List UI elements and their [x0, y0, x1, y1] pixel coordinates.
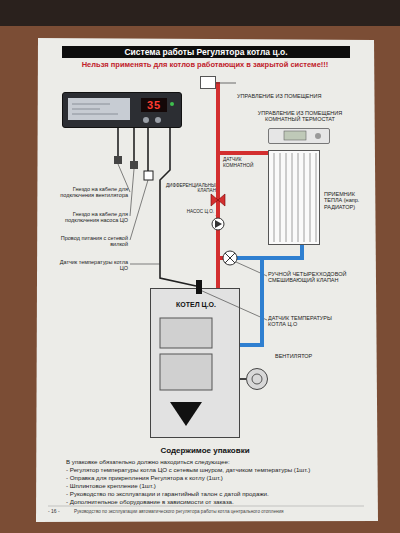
controller-cables [118, 128, 196, 286]
warning-note: Нельзя применять для котлов работающих в… [55, 61, 355, 70]
list-item: - Шплинтовое крепление (1шт.) [66, 482, 362, 489]
mixing-valve-symbol [225, 253, 235, 263]
part-label: ДАТЧИК КОМНАТНОЙ [223, 157, 267, 168]
thermostat-knob [315, 133, 321, 139]
callout-text: Провод питания с сетевой вилкой [52, 235, 128, 248]
pump-symbol [215, 220, 222, 228]
section-heading: Содержимое упаковки [60, 446, 350, 455]
callout-text: Гнездо на кабеле для подключения вентиля… [52, 186, 128, 199]
part-label: НАСОС Ц.О. [170, 209, 214, 214]
radiator: ПРИЕМНИК ТЕПЛА (напр. РАДИАТОР) [268, 150, 320, 245]
part-label: РУЧНОЙ ЧЕТЫРЕХХОДОВОЙ СМЕШИВАЮЩИЙ КЛАПАН [268, 271, 350, 284]
callout-text: Гнездо на кабеле для подключения насоса … [52, 211, 128, 224]
differential-valve [218, 194, 225, 206]
dark-edge [0, 0, 400, 26]
boiler-body [150, 288, 240, 438]
leader-lines [118, 164, 267, 320]
part-label: ДАТЧИК ТЕМПЕРАТУРЫ КОТЛА Ц.О [268, 315, 342, 328]
controller-panel-marks [72, 104, 118, 114]
controller-button [143, 117, 149, 123]
controller-button [155, 117, 161, 123]
fan-circle: ВЕНТИЛЯТОР [246, 368, 268, 390]
footer-text: Руководство по эксплуатации автоматическ… [74, 509, 360, 514]
boiler-door [160, 318, 212, 348]
pump-socket [130, 161, 138, 169]
room-control-box: УПРАВЛЕНИЕ ИЗ ПОМЕЩЕНИЯ [200, 76, 216, 89]
leader-line [216, 83, 236, 84]
list-item: - Регулятор температуры котла ЦО с сетев… [66, 466, 366, 473]
title-text: Система работы Регулятора котла ц.о. [62, 46, 350, 58]
list-intro: В упаковке обязательно должно находиться… [66, 458, 362, 465]
ash-tray [170, 402, 202, 426]
node-label: УПРАВЛЕНИЕ ИЗ ПОМЕЩЕНИЯ [237, 93, 329, 99]
footer-rule [48, 506, 364, 507]
fan-socket [114, 156, 122, 164]
boiler-door [160, 354, 212, 390]
boiler: КОТЕЛ Ц.О. [150, 288, 240, 438]
thermostat-display [284, 131, 306, 140]
mixing-valve-symbol [225, 253, 235, 263]
page-number: - 16 - [48, 509, 72, 515]
return-pipe-stub [237, 256, 262, 260]
return-pipe [240, 245, 302, 345]
controller-panel [68, 98, 130, 120]
list-item: - Дополнительное оборудование в зависимо… [66, 498, 362, 505]
mixing-valve-symbol [223, 251, 237, 265]
fan-link [240, 378, 246, 380]
node-label: ВЕНТИЛЯТОР [275, 353, 339, 359]
node-label: ПРИЕМНИК ТЕПЛА (напр. РАДИАТОР) [324, 191, 370, 210]
radiator-fill [268, 150, 320, 245]
display-digits: 35 [141, 98, 167, 112]
part-label: ДИФФЕРЕНЦИАЛЬНЫЙ КЛАПАН [166, 183, 216, 194]
title-bar: Система работы Регулятора котла ц.о. [62, 46, 350, 58]
callout-text: Датчик температуры котла ЦО [52, 259, 128, 272]
differential-valve [211, 194, 218, 206]
controller-led [170, 102, 174, 106]
list-item: - Оправка для прикрепления Регулятора к … [66, 474, 362, 481]
node-label: КОТЕЛ Ц.О. [151, 301, 241, 309]
fan-hub [252, 374, 262, 384]
pump-symbol [212, 218, 224, 230]
node-label: УПРАВЛЕНИЕ ИЗ ПОМЕЩЕНИЯ КОМНАТНЫЙ ТЕРМОС… [257, 110, 343, 123]
mains-plug [144, 171, 153, 180]
list-item: - Руководство по эксплуатации и гарантий… [66, 490, 362, 497]
paper-sheet [36, 38, 378, 522]
boiler-sensor [196, 280, 202, 294]
radiator-fins [274, 153, 316, 242]
supply-pipe-stub [216, 82, 220, 153]
